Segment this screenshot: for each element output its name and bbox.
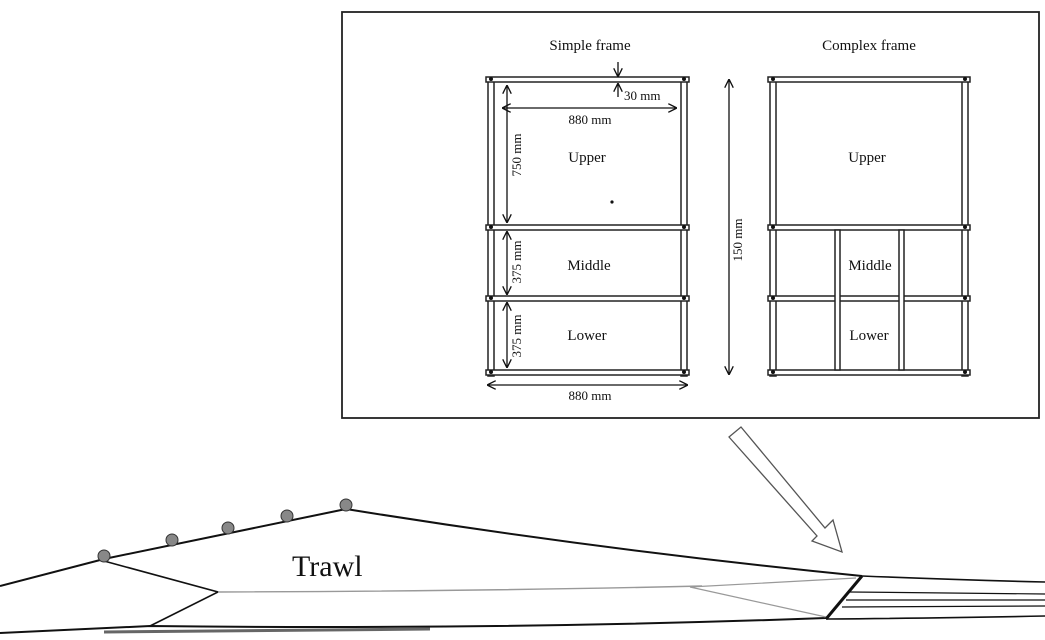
dim-upper-height-label: 750 mm (509, 134, 524, 177)
complex-frame: Complex frame Upper Middle Lower (767, 38, 971, 377)
complex-section-upper: Upper (848, 150, 886, 166)
float-1 (97, 549, 111, 563)
trawl-drawing: Trawl (0, 498, 1045, 634)
dim-inner-width-label: 880 mm (569, 112, 612, 127)
simple-section-middle: Middle (567, 258, 611, 274)
dim-lower-height-label: 375 mm (509, 315, 524, 358)
complex-section-lower: Lower (849, 328, 888, 344)
dim-middle-height-label: 375 mm (509, 241, 524, 284)
float-5 (339, 498, 353, 512)
trawl-label: Trawl (292, 550, 363, 583)
simple-section-lower: Lower (567, 328, 606, 344)
inset-panel (341, 11, 1040, 419)
dim-top-gap-label: 30 mm (624, 88, 660, 103)
float-3 (221, 521, 235, 535)
simple-frame: Simple frame 30 mm 880 mm 750 mm 375 mm (485, 38, 690, 403)
complex-section-middle: Middle (848, 258, 892, 274)
dim-overall-height-label: 150 mm (730, 219, 745, 262)
simple-frame-title: Simple frame (549, 38, 631, 54)
float-2 (165, 533, 179, 547)
overall-height-dimension: 150 mm (729, 80, 745, 374)
simple-section-upper: Upper (568, 150, 606, 166)
complex-frame-title: Complex frame (822, 38, 916, 54)
pointer-arrow (728, 426, 843, 554)
float-4 (280, 509, 294, 523)
dim-bottom-width-label: 880 mm (569, 388, 612, 403)
